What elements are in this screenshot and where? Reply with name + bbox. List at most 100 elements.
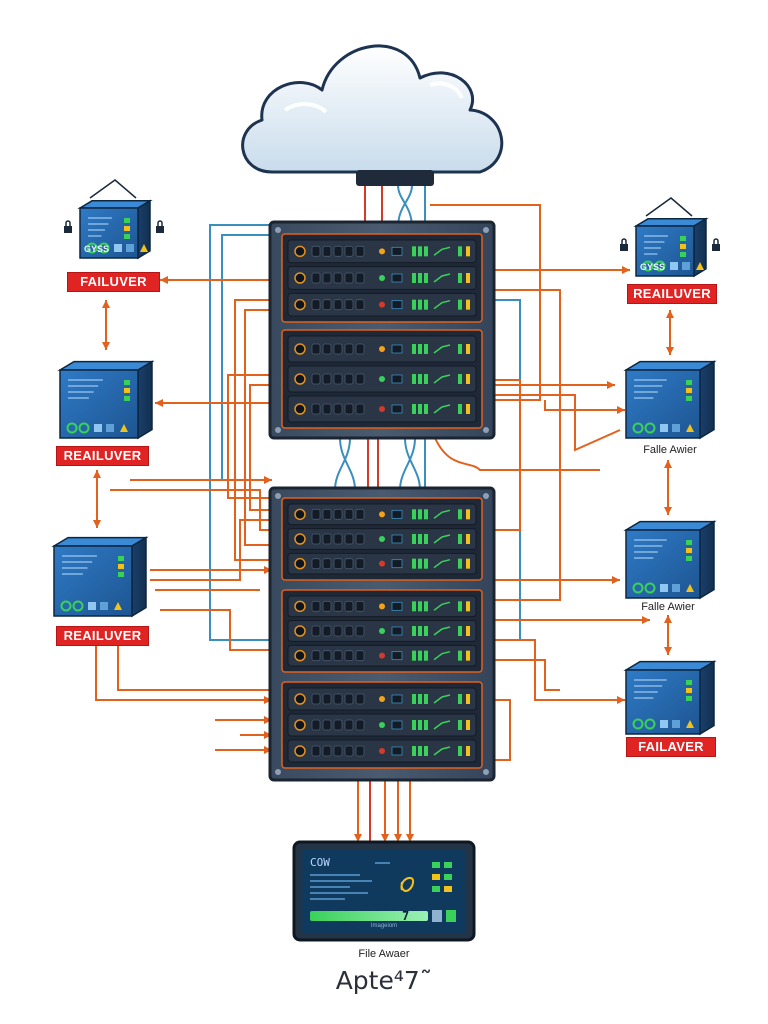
port-icon (391, 534, 403, 544)
vent-icon (344, 403, 354, 415)
node-led-icon (124, 380, 130, 385)
power-button-icon (294, 557, 306, 570)
failover-node-right-2 (623, 360, 717, 440)
activity-led-icon (458, 720, 462, 730)
status-led-icon (379, 275, 385, 281)
vent-icon (311, 693, 321, 705)
status-led-icon (379, 406, 385, 412)
activity-graph-icon (433, 374, 451, 384)
console-text-lines (310, 862, 390, 900)
status-ring-icon (644, 422, 656, 434)
node-label-right-1: REAILUVER (627, 284, 717, 304)
port-icon (391, 626, 403, 636)
activity-graph-icon (433, 534, 451, 544)
console-label: File Awaer (358, 948, 410, 960)
status-ring-icon (632, 422, 644, 434)
node-led-icon (680, 244, 686, 249)
arrowheads (93, 266, 674, 842)
node-badge-text: GYSS (84, 244, 109, 254)
activity-led-icon (466, 601, 470, 612)
vent-icon (333, 373, 343, 385)
activity-led-icon (466, 626, 470, 636)
node-label-left-3: REAILUVER (56, 626, 149, 646)
port-icon (391, 344, 403, 354)
port-icon (391, 694, 403, 704)
activity-led-icon (418, 374, 422, 384)
activity-led-icon (418, 558, 422, 569)
port-icon (391, 651, 403, 661)
activity-led-icon (458, 273, 462, 283)
activity-led-icon (458, 534, 462, 544)
port-icon (391, 246, 403, 256)
vent-icon (333, 403, 343, 415)
node-label-right-4: FAILAVER (626, 737, 716, 757)
power-button-icon (294, 373, 306, 385)
power-button-icon (294, 745, 306, 757)
activity-led-icon (412, 374, 416, 384)
activity-led-icon (412, 694, 416, 704)
activity-graph-icon (433, 273, 451, 283)
node-led-icon (118, 564, 124, 569)
warning-icon (120, 424, 128, 432)
padlock-icon (156, 226, 164, 233)
status-led-icon (379, 748, 385, 754)
vent-icon (333, 650, 343, 662)
activity-graph-icon (433, 344, 451, 354)
activity-led-icon (466, 344, 470, 354)
vent-icon (344, 558, 354, 570)
node-square-icon (682, 262, 690, 270)
vent-icon (333, 272, 343, 284)
node-square-icon (88, 602, 96, 610)
activity-led-icon (424, 626, 428, 636)
warning-icon (686, 424, 694, 432)
power-button-icon (294, 625, 306, 637)
power-button-icon (294, 649, 306, 662)
vent-icon (322, 245, 332, 257)
activity-led-icon (458, 509, 462, 520)
hanging-wire (645, 197, 693, 217)
vent-icon (322, 299, 332, 311)
port-icon (391, 720, 403, 730)
status-ring-icon (642, 260, 654, 272)
vent-icon (333, 625, 343, 637)
server-rack-group-2 (268, 486, 496, 782)
activity-led-icon (424, 534, 428, 544)
padlock-shackle (65, 220, 71, 226)
vent-icon (333, 558, 343, 570)
vent-icon (344, 745, 354, 757)
vent-icon (355, 403, 365, 415)
activity-led-icon (466, 299, 470, 310)
activity-led-icon (458, 650, 462, 661)
status-led-icon (379, 722, 385, 728)
vent-icon (333, 719, 343, 731)
vent-icon (311, 558, 321, 570)
activity-led-icon (424, 273, 428, 283)
status-led-icon (379, 560, 385, 567)
port-icon (391, 404, 403, 414)
activity-led-icon (424, 299, 428, 310)
node-led-icon (686, 680, 692, 685)
vent-icon (333, 299, 343, 311)
activity-led-icon (418, 720, 422, 730)
activity-led-icon (412, 509, 416, 520)
port-icon (391, 746, 403, 756)
activity-led-icon (418, 299, 422, 310)
vent-icon (355, 650, 365, 662)
vent-icon (344, 533, 354, 545)
rack-unit (281, 497, 483, 581)
activity-led-icon (418, 601, 422, 612)
power-button-icon (294, 272, 306, 284)
node-led-icon (124, 218, 130, 223)
vent-icon (355, 558, 365, 570)
activity-led-icon (466, 650, 470, 661)
power-button-icon (294, 533, 306, 545)
warning-icon (686, 720, 694, 728)
activity-led-icon (424, 746, 428, 756)
activity-led-icon (418, 746, 422, 756)
node-led-icon (686, 548, 692, 553)
vent-icon (311, 600, 321, 612)
status-led-icon (379, 511, 385, 518)
activity-led-icon (418, 626, 422, 636)
status-ring-icon (632, 718, 644, 730)
progress-bar (310, 911, 428, 921)
